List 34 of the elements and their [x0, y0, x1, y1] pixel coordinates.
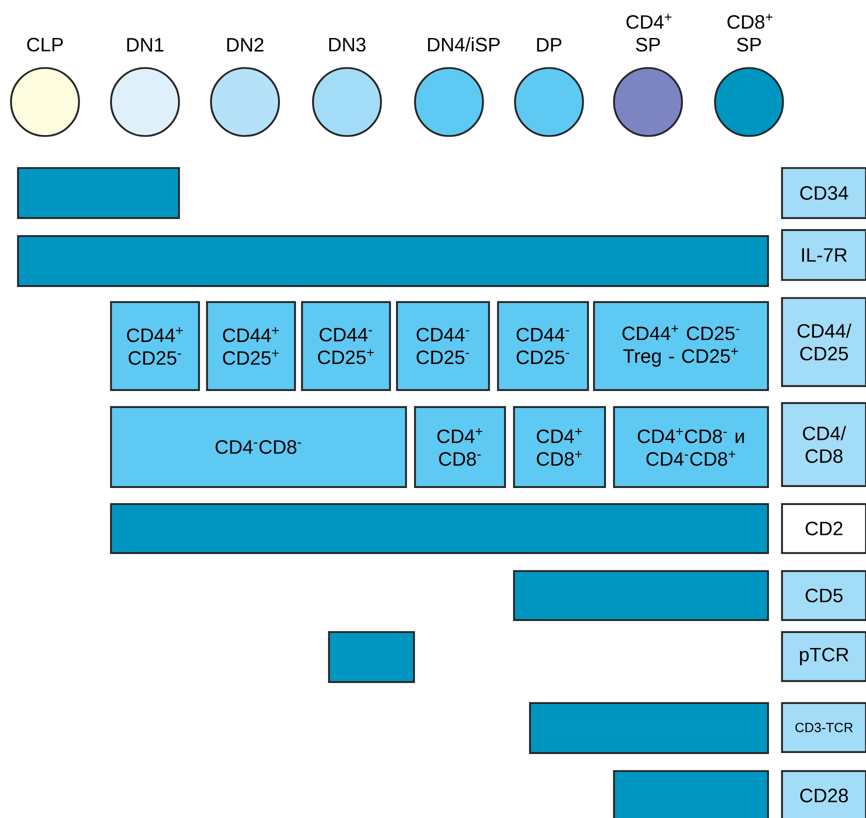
node-label: CD8$^{+}$ SP [727, 14, 772, 52]
node-label: CLP [27, 38, 63, 52]
phenotype-box: CD44$^{+}$ CD25$^{+}$ [206, 301, 296, 391]
expression-bar [328, 631, 415, 683]
marker-label-box: CD5 [781, 570, 866, 621]
phenotype-box: CD4$^{-}$CD8$^{-}$ [110, 406, 407, 488]
expression-bar [529, 702, 769, 754]
phenotype-box: CD4$^{+}$CD8$^{-}$ и CD4$^{-}$CD8$^{+}$ [613, 406, 769, 488]
marker-label-box: CD44/ CD25 [781, 297, 866, 387]
phenotype-box: CD44$^{-}$ CD25$^{-}$ [497, 301, 589, 391]
marker-label-box: CD34 [781, 167, 866, 219]
node-label: DN4/iSP [428, 37, 500, 52]
phenotype-box: CD4$^{+}$ CD8$^{+}$ [513, 406, 606, 488]
expression-bar [513, 570, 769, 621]
marker-label-box: CD4/ CD8 [781, 402, 866, 487]
phenotype-box: CD4$^{+}$ CD8$^{-}$ [414, 406, 506, 488]
expression-bar [17, 235, 769, 287]
marker-label-box: CD3-TCR [781, 702, 866, 753]
marker-label-box: pTCR [781, 631, 866, 682]
expression-bar [110, 503, 769, 554]
expression-bar [613, 770, 769, 818]
phenotype-box: CD44$^{+}$ CD25$^{-}$ Treg - CD25$^{+}$ [593, 301, 769, 391]
marker-label-box: CD28 [781, 770, 866, 818]
node-label: CD4$^{+}$ SP [626, 14, 672, 52]
marker-label-box: CD2 [781, 503, 866, 554]
phenotype-box: CD44$^{+}$ CD25$^{-}$ [110, 301, 200, 391]
phenotype-box: CD44$^{-}$ CD25$^{+}$ [301, 301, 391, 391]
marker-label-box: IL-7R [781, 229, 866, 281]
phenotype-box: CD44$^{-}$ CD25$^{-}$ [396, 301, 490, 391]
node-label: DN1 [127, 38, 164, 52]
node-label: DN2 [227, 38, 264, 52]
node-label: DN3 [329, 38, 366, 52]
expression-bar [17, 167, 180, 219]
node-label: DP [537, 38, 562, 52]
